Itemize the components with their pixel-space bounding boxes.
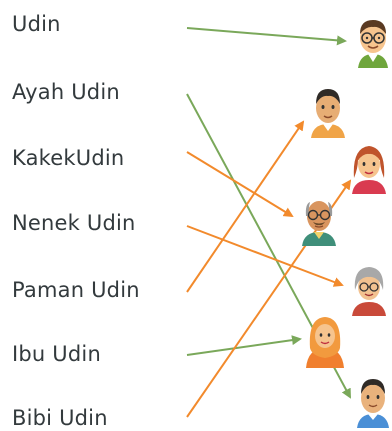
name-label-kakek-udin: KakekUdin [12, 146, 125, 170]
name-label-nenek-udin: Nenek Udin [12, 211, 136, 235]
arrow-udin-to-boy-with-glasses [186, 27, 347, 46]
name-label-ibu-udin: Ibu Udin [12, 342, 101, 366]
young-man-icon [311, 89, 345, 138]
name-label-paman-udin: Paman Udin [12, 278, 140, 302]
boy-glasses-icon [358, 20, 388, 68]
arrow-nenek-udin-to-old-woman [186, 225, 344, 287]
name-label-ayah-udin: Ayah Udin [12, 80, 120, 104]
arrow-kakek-udin-to-old-man [186, 151, 294, 218]
arrow-paman-udin-to-young-man [186, 120, 305, 293]
name-label-udin: Udin [12, 12, 61, 36]
hijab-woman-icon [306, 317, 344, 368]
boy-icon [357, 379, 389, 428]
arrow-ibu-udin-to-hijab-woman [186, 335, 302, 356]
grandfather-icon [302, 201, 336, 246]
name-label-bibi-udin: Bibi Udin [12, 406, 108, 430]
grandmother-icon [352, 267, 386, 316]
young-woman-icon [352, 146, 386, 194]
